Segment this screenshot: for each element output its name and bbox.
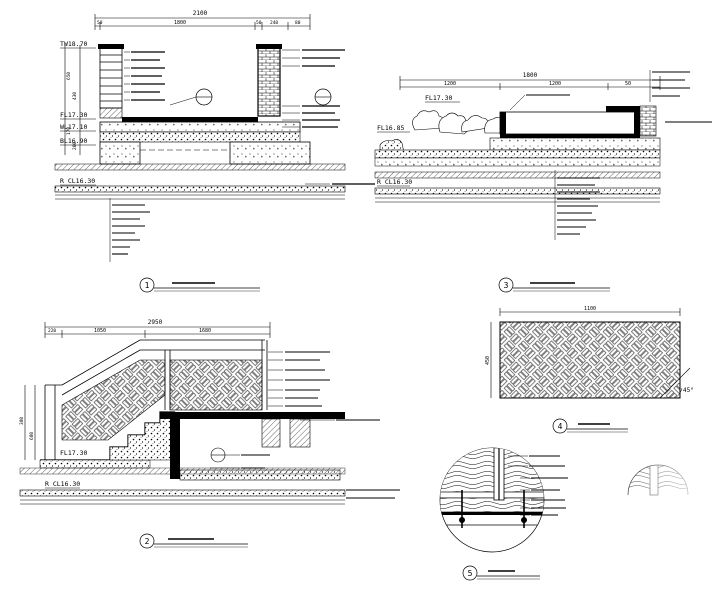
detail-1-level-wl: WL17.10: [60, 123, 87, 131]
detail-4-angle: 45°: [683, 387, 694, 394]
detail-2-left-dim-b: 680: [29, 432, 35, 440]
detail-5-section: 5: [439, 447, 720, 581]
detail-3-total-dim: 1800: [523, 72, 538, 79]
detail-1-level-fl: FL17.30: [60, 111, 87, 119]
detail-1-level-bl: BL16.90: [60, 137, 87, 145]
detail-4-number: 4: [558, 422, 563, 431]
detail-3-dim-c: 50: [625, 81, 631, 87]
detail-4-height-dim: 450: [485, 356, 491, 365]
detail-2-level-r: R CL16.30: [45, 480, 80, 488]
detail-3-section: 1800 1200 1200 50 FL17.30 FL16.85 R CL16…: [374, 70, 712, 293]
detail-1-level-tw: TW18.70: [60, 40, 87, 48]
detail-3-level-fl: FL17.30: [425, 94, 452, 102]
detail-1-dim-e: 80: [295, 20, 301, 26]
detail-2-dim-a: 220: [48, 328, 56, 334]
detail-1-dim-a: 50: [97, 20, 103, 26]
detail-2-total-dim: 2950: [148, 319, 163, 326]
detail-2-dim-b: 1050: [94, 328, 106, 334]
detail-1-number-circle: [139, 277, 155, 293]
detail-1-dim-b: 1800: [174, 20, 186, 26]
detail-4-panel: 1100 450 45° 4: [485, 306, 694, 434]
detail-2-left-dim-a: 380: [19, 417, 25, 425]
detail-2-level-fl: FL17.30: [60, 449, 87, 457]
detail-1-left-dim-a: 650: [66, 72, 72, 80]
detail-1-section: 2100 50 1800 50 240 80 650 430 170 200 T…: [54, 10, 375, 293]
detail-1-left-dim-b: 430: [72, 92, 78, 100]
detail-1-left-dim-d: 200: [72, 142, 78, 150]
detail-5-number-circle: [462, 565, 478, 581]
detail-2-number-circle: [139, 533, 155, 549]
detail-2-section: 2950 220 1050 1680 380 680 FL17.30 R CL1…: [19, 319, 400, 549]
detail-4-width-dim: 1100: [584, 306, 596, 312]
detail-3-level-fl2: FL16.85: [377, 124, 404, 132]
detail-1-dim-c: 50: [256, 20, 262, 26]
detail-3-dim-a: 1200: [444, 81, 456, 87]
detail-1-level-r: R CL16.30: [60, 177, 95, 185]
detail-3-dim-b: 1200: [549, 81, 561, 87]
detail-3-number-circle: [498, 277, 514, 293]
detail-1-dim-d: 240: [270, 20, 278, 26]
detail-3-number: 3: [504, 281, 509, 290]
detail-1-number: 1: [145, 281, 150, 290]
detail-2-number: 2: [145, 537, 150, 546]
detail-4-number-circle: [552, 418, 568, 434]
detail-2-dim-c: 1680: [199, 328, 211, 334]
detail-1-total-dim: 2100: [193, 10, 208, 17]
detail-3-level-r: R CL16.30: [377, 178, 412, 186]
detail-5-number: 5: [468, 569, 473, 578]
